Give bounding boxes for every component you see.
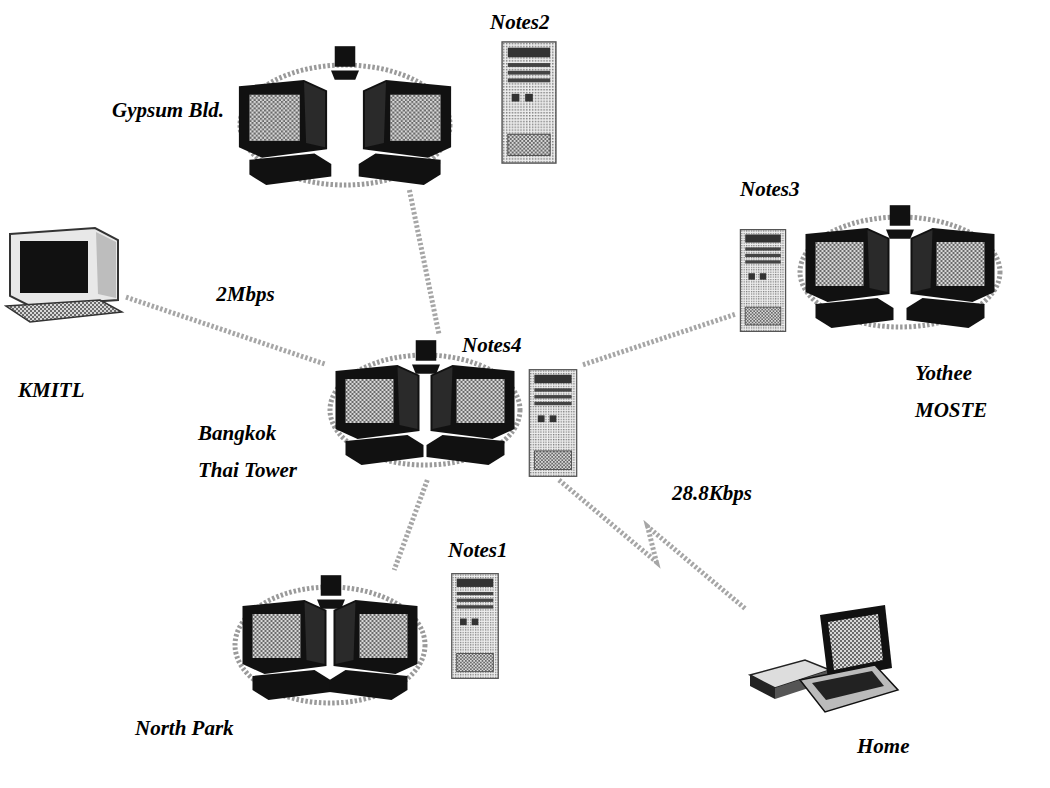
lan-cluster [330,340,577,476]
hub-icon [886,205,914,239]
laptop-modem-icon [750,605,898,712]
link-speed: 2Mbps [213,282,277,307]
computer-icon [336,365,424,465]
lan-cluster [740,205,1000,331]
site-cluster: Home [745,608,900,716]
workstation-icon [6,228,122,322]
hub-icon [317,575,345,609]
site-label: Gypsum Bld. [112,98,224,123]
lan-cluster [235,574,498,703]
computer-icon [907,228,995,328]
server-icon [529,370,576,477]
site-label: Yothee MOSTE [915,355,987,429]
server-icon [502,42,556,163]
computer-icon [359,80,451,185]
hub-icon [412,340,440,374]
network-link [409,190,439,335]
network-link [394,480,427,570]
server-icon [740,230,785,332]
server-label: Notes2 [490,10,550,35]
server-label: Notes1 [448,538,508,563]
hub-icon [331,46,359,80]
link-speed: 28.8Kbps [669,482,755,507]
server-label: Notes4 [462,333,522,358]
network-link [583,314,736,365]
server-label: KMITL [18,378,85,403]
site-cluster: Notes3Yothee MOSTE [736,205,1008,333]
server-label: Home [857,734,910,759]
server-label: Notes3 [740,177,800,202]
server-icon [452,574,499,679]
computer-icon [427,365,515,465]
computer-icon [243,600,331,700]
site-cluster: Notes2Gypsum Bld. [226,40,562,190]
site-cluster: Notes4Bangkok Thai Tower [325,335,583,480]
lan-cluster [239,42,556,185]
site-cluster: KMITL [6,228,126,326]
site-label: North Park [135,716,234,741]
site-cluster: Notes1North Park [230,570,505,715]
computer-icon [239,80,331,185]
site-label: Bangkok Thai Tower [198,415,310,489]
computer-icon [330,600,418,700]
computer-icon [806,228,894,328]
